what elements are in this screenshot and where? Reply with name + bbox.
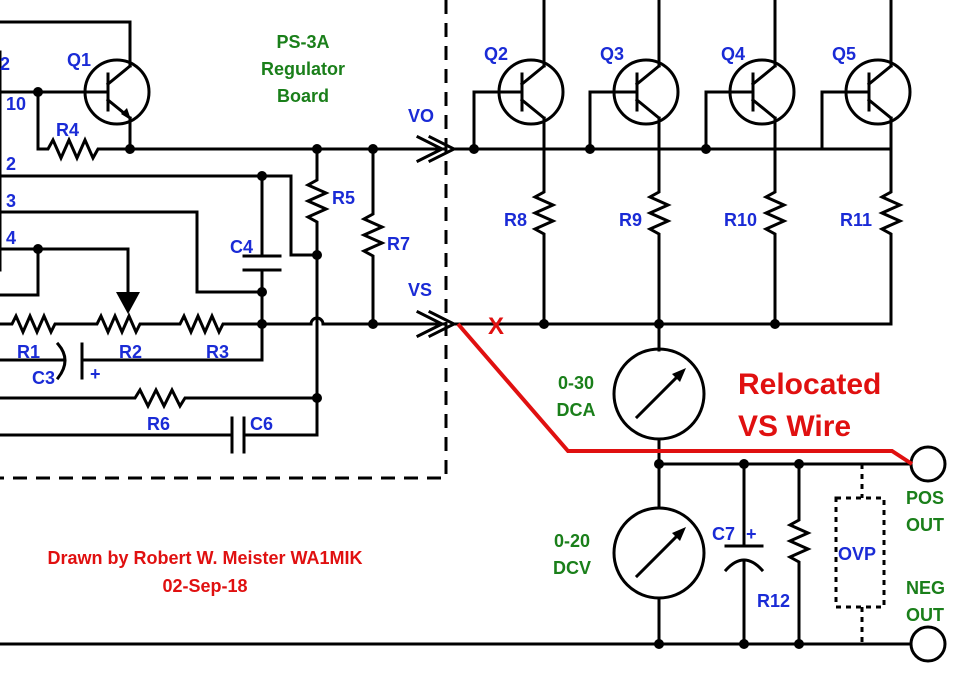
board-title-1: PS-3A bbox=[276, 32, 329, 52]
annotation-line1: Relocated bbox=[738, 368, 881, 401]
r11-label: R11 bbox=[840, 210, 872, 230]
board-title-2: Regulator bbox=[261, 59, 345, 79]
pin-10: 10 bbox=[6, 94, 26, 114]
vo-label: VO bbox=[408, 106, 434, 126]
c6-capacitor bbox=[0, 396, 319, 454]
pin-3: 3 bbox=[6, 191, 16, 211]
vs-label: VS bbox=[408, 280, 432, 300]
r4-resistor bbox=[36, 136, 448, 162]
r9-label: R9 bbox=[619, 210, 642, 230]
break-mark: X bbox=[488, 313, 504, 340]
pos-label-1: POS bbox=[906, 488, 944, 508]
ovp-box bbox=[834, 464, 886, 644]
voltmeter-unit: DCV bbox=[553, 558, 591, 578]
r2-label: R2 bbox=[119, 342, 142, 362]
r1-label: R1 bbox=[17, 342, 40, 362]
ammeter-range: 0-30 bbox=[558, 373, 594, 393]
output-section bbox=[0, 347, 947, 663]
credit-line2: 02-Sep-18 bbox=[162, 576, 247, 596]
voltmeter-range: 0-20 bbox=[554, 531, 590, 551]
neg-label-2: OUT bbox=[906, 605, 944, 625]
pin-2a: 2 bbox=[0, 54, 10, 74]
neg-label-1: NEG bbox=[906, 578, 945, 598]
r6-label: R6 bbox=[147, 414, 170, 434]
r7-resistor bbox=[360, 147, 386, 326]
r10-label: R10 bbox=[724, 210, 757, 230]
regulator-board-wiring bbox=[0, 0, 458, 480]
relocated-vs-wire bbox=[456, 322, 914, 466]
c4-capacitor bbox=[242, 174, 282, 294]
c7-label: C7 bbox=[712, 524, 735, 544]
c4-label: C4 bbox=[230, 237, 253, 257]
ammeter-unit: DCA bbox=[557, 400, 596, 420]
q4-label: Q4 bbox=[721, 44, 745, 64]
r8-label: R8 bbox=[504, 210, 527, 230]
c7-polarity: + bbox=[746, 524, 757, 544]
c3-polarity: + bbox=[90, 364, 101, 384]
q3-label: Q3 bbox=[600, 44, 624, 64]
pin-4: 4 bbox=[6, 228, 16, 248]
pos-out-terminal bbox=[909, 445, 947, 483]
board-boundary bbox=[0, 0, 448, 480]
r5-label: R5 bbox=[332, 188, 355, 208]
labels: PS-3A Regulator Board VO VS 2 10 2 3 4 Q… bbox=[0, 32, 945, 625]
ovp-label: OVP bbox=[838, 544, 876, 564]
c6-label: C6 bbox=[250, 414, 273, 434]
q5-label: Q5 bbox=[832, 44, 856, 64]
r5-resistor bbox=[304, 147, 330, 400]
r4-label: R4 bbox=[56, 120, 79, 140]
r7-label: R7 bbox=[387, 234, 410, 254]
annotation-line2: VS Wire bbox=[738, 410, 851, 443]
r6-resistor bbox=[0, 386, 319, 410]
q2-label: Q2 bbox=[484, 44, 508, 64]
q1-label: Q1 bbox=[67, 50, 91, 70]
board-title-3: Board bbox=[277, 86, 329, 106]
pass-transistors bbox=[452, 0, 912, 352]
c3-label: C3 bbox=[32, 368, 55, 388]
r12-resistor bbox=[786, 462, 812, 646]
pos-label-2: OUT bbox=[906, 515, 944, 535]
r3-label: R3 bbox=[206, 342, 229, 362]
c7-capacitor bbox=[723, 462, 765, 646]
credit-line1: Drawn by Robert W. Meister WA1MIK bbox=[47, 548, 362, 568]
pin-2b: 2 bbox=[6, 154, 16, 174]
neg-out-terminal bbox=[909, 625, 947, 663]
r12-label: R12 bbox=[757, 591, 790, 611]
